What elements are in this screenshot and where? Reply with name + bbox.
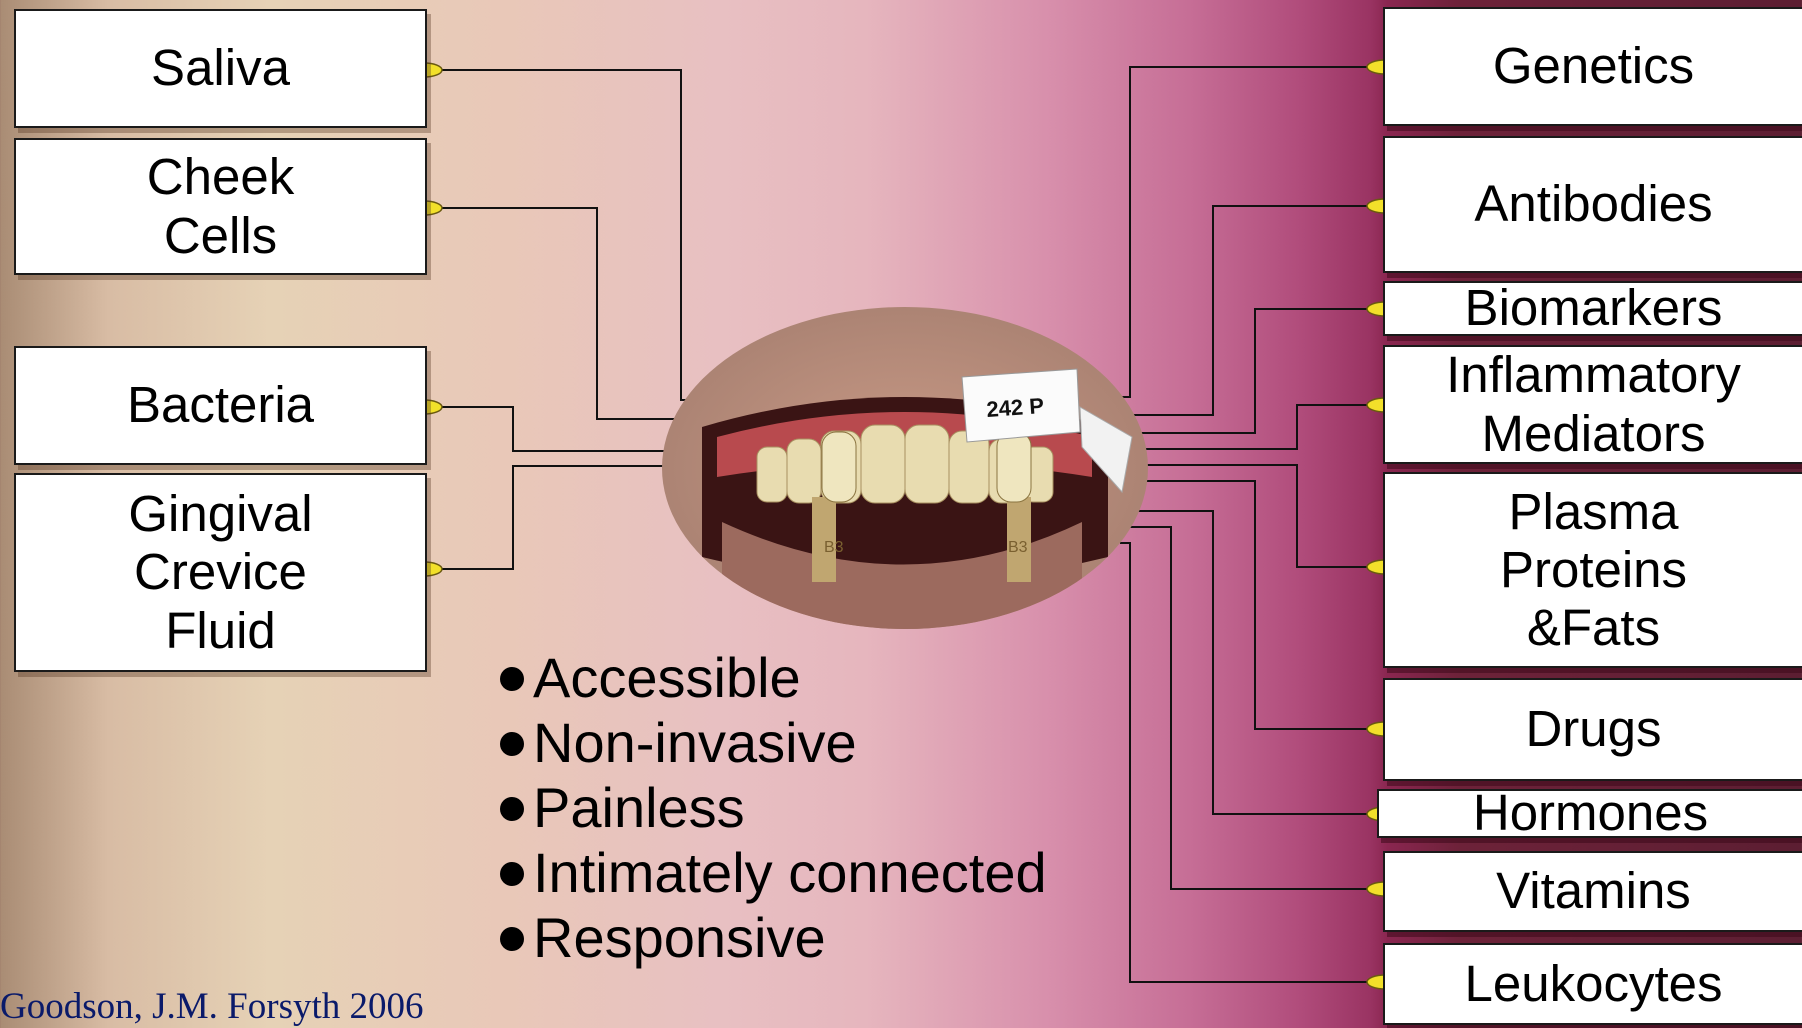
box-leukocytes: Leukocytes [1383,943,1802,1025]
bullet-item: Intimately connected [500,840,1047,905]
bullet-item: Responsive [500,905,1047,970]
connector-gcf [408,466,700,569]
box-gingival-crevice-fluid: Gingival Crevice Fluid [14,473,427,672]
connector-bacteria [408,407,700,451]
box-plasma-proteins-fats: Plasma Proteins &Fats [1383,472,1802,668]
connector-hormones [1120,511,1394,814]
box-bacteria: Bacteria [14,346,427,465]
box-antibodies: Antibodies [1383,136,1802,273]
box-cheek-cells: Cheek Cells [14,138,427,275]
box-biomarkers: Biomarkers [1383,281,1802,336]
mouth-photo: B3 B3 242 P [662,307,1148,629]
shade-label-left: B3 [824,539,844,556]
feature-bullet-list: Accessible Non-invasive Painless Intimat… [500,645,1047,970]
citation: Goodson, J.M. Forsyth 2006 [0,985,424,1028]
box-saliva: Saliva [14,9,427,128]
bullet-item: Non-invasive [500,710,1047,775]
connector-inflammatory [1120,405,1394,449]
bullet-item: Accessible [500,645,1047,710]
box-inflammatory-mediators: Inflammatory Mediators [1383,345,1802,464]
sample-tag-label: 242 P [986,393,1045,422]
connector-leukocytes [1120,543,1394,982]
connector-vitamins [1120,527,1394,889]
shade-label-right: B3 [1008,539,1028,556]
bullet-item: Painless [500,775,1047,840]
connector-drugs [1120,481,1394,729]
box-drugs: Drugs [1383,678,1802,781]
box-hormones: Hormones [1377,789,1802,838]
box-vitamins: Vitamins [1383,851,1802,932]
box-genetics: Genetics [1383,7,1802,126]
